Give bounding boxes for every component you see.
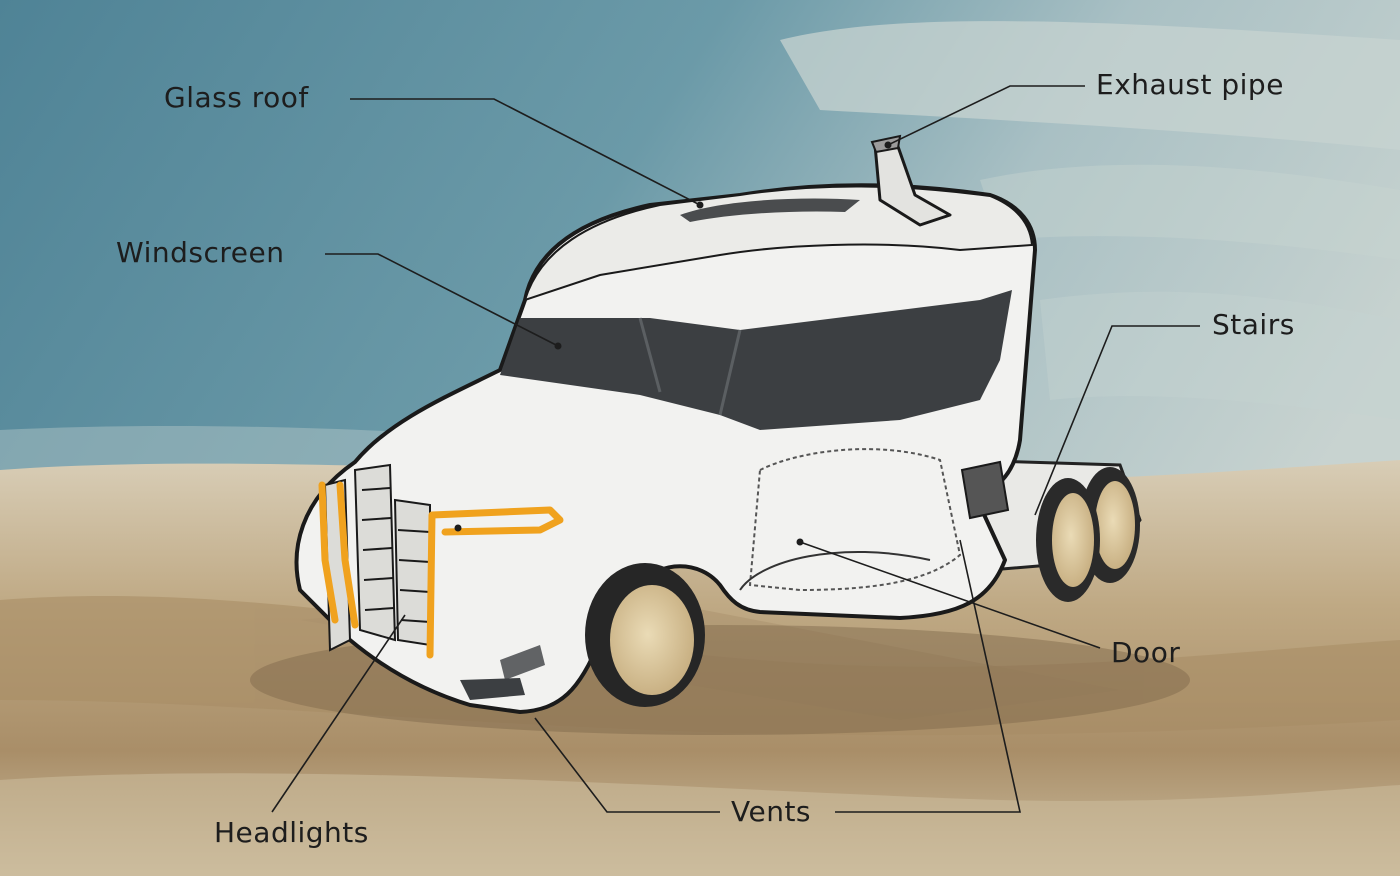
label-door: Door bbox=[1111, 636, 1180, 669]
label-vents: Vents bbox=[731, 795, 811, 828]
front-wheel bbox=[585, 563, 705, 707]
label-windscreen: Windscreen bbox=[116, 236, 284, 269]
label-stairs: Stairs bbox=[1212, 308, 1295, 341]
label-glass-roof: Glass roof bbox=[164, 81, 309, 114]
stairs-block bbox=[962, 462, 1008, 518]
label-exhaust-pipe: Exhaust pipe bbox=[1096, 68, 1284, 101]
label-headlights: Headlights bbox=[214, 816, 369, 849]
